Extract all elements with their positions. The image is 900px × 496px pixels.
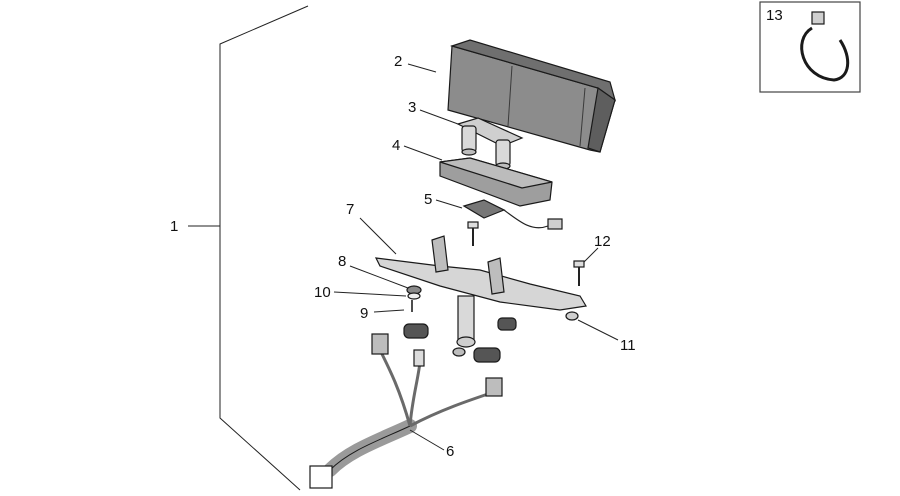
part-4-rubber-pad <box>439 157 553 207</box>
callout-3: 3 <box>408 99 416 116</box>
callout-13: 13 <box>766 7 783 24</box>
callout-1: 1 <box>170 218 178 235</box>
callout-4: 4 <box>392 137 400 154</box>
part-3-mounting-bracket <box>456 117 524 170</box>
part-12-screw <box>573 260 585 286</box>
part-10-washer <box>407 292 421 300</box>
rubber-block-left <box>403 323 429 339</box>
callout-10: 10 <box>314 284 331 301</box>
rubber-block-bottom <box>473 347 501 363</box>
group-bracket-part-1 <box>188 5 309 491</box>
rubber-block-right <box>497 317 517 331</box>
callout-12: 12 <box>594 233 611 250</box>
callout-6: 6 <box>446 443 454 460</box>
callout-2: 2 <box>394 53 402 70</box>
part-6-wiring-harness <box>309 333 503 489</box>
part-13-inset <box>759 1 861 93</box>
part-11-nut <box>565 311 579 321</box>
callout-8: 8 <box>338 253 346 270</box>
callout-9: 9 <box>360 305 368 322</box>
part-2-instrument-cluster <box>447 39 617 153</box>
callout-7: 7 <box>346 201 354 218</box>
part-5-sensor <box>462 199 563 230</box>
callout-11: 11 <box>620 337 636 354</box>
part-7-support-plate <box>374 235 587 357</box>
leader-lines <box>333 63 619 451</box>
callout-5: 5 <box>424 191 432 208</box>
screw-under-sensor <box>467 221 479 246</box>
